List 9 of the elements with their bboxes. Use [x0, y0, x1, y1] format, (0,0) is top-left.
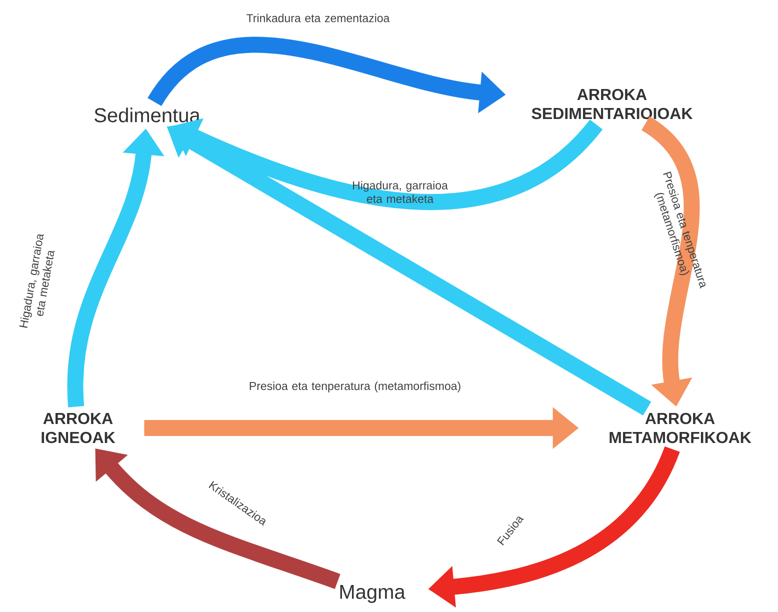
- edge-label: Higadura, garraioa eta metaketa: [353, 181, 448, 203]
- rock-type-label: ARROKA IGNEOAK: [42, 412, 116, 444]
- edge-label: Trinkadura eta zementazioa: [246, 14, 390, 22]
- stage-label: Magma: [340, 585, 406, 603]
- edge-label: Higadura, garraioa eta metaketa: [19, 234, 54, 328]
- rock-type-label: ARROKA SEDIMENTARIOIOAK: [532, 88, 693, 120]
- edge-label: Presioa eta tenperatura (metamorfismoa): [250, 382, 460, 392]
- rock-type-label: ARROKA METAMORFIKOAK: [610, 412, 752, 444]
- stage-label: Sedimentua: [94, 108, 200, 122]
